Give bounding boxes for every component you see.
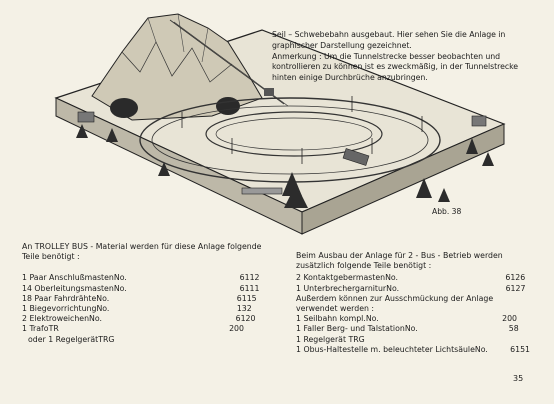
illustration-caption: Seil – Schwebebahn ausgebaut. Hier sehen… [272,30,528,84]
right-parts-list: Beim Ausbau der Anlage für 2 - Bus - Bet… [296,251,530,355]
list-item: 1 Seilbahn kompl.No.200 [296,314,518,324]
model-layout-illustration [54,13,506,235]
right-intro: Beim Ausbau der Anlage für 2 - Bus - Bet… [296,251,503,271]
left-parts-list: An TROLLEY BUS - Material werden für die… [22,242,264,345]
page-number: 35 [513,374,524,383]
list-item: 1 Obus-Haltestelle m. beleuchteter Licht… [296,344,530,354]
decoration-note: Außerdem können zur Ausschmückung der An… [296,293,494,313]
caption-line-2: Anmerkung : Um die Tunnelstrecke besser … [272,51,519,83]
figure-label: Abb. 38 [432,207,462,216]
caption-line-1: Seil – Schwebebahn ausgebaut. Hier sehen… [272,30,506,50]
left-intro: An TROLLEY BUS - Material werden für die… [22,242,262,262]
list-item: 1 Regelgerät TRG [296,334,365,344]
